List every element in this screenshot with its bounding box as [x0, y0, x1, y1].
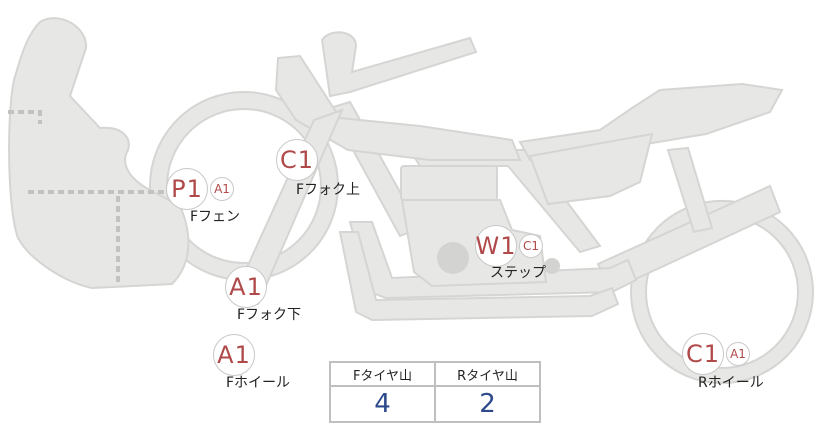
step-peg-shape	[544, 258, 560, 274]
fork-lower-grade-marker: A1	[225, 266, 267, 308]
step-label: ステップ	[490, 265, 546, 281]
fender-label: Fフェン	[190, 209, 241, 225]
rear-shock-shape	[666, 146, 714, 234]
engine-cover-shape	[437, 242, 469, 274]
front-wheel-shape	[148, 91, 340, 281]
front-wheel-grade-marker: A1	[213, 334, 255, 376]
rear-wheel-sub-grade: A1	[726, 342, 750, 366]
seat-cowl-shape	[528, 132, 654, 206]
engine-head-shape	[400, 165, 498, 201]
rear-wheel-label: Rホイール	[698, 375, 764, 391]
fairing-shape	[8, 17, 190, 290]
fork-upper-label: Fフォク上	[296, 182, 361, 198]
fork-upper-grade-marker: C1	[276, 139, 318, 181]
engine-shape	[400, 199, 548, 288]
exhaust-lower-shape	[338, 231, 620, 322]
rear-tread-value: 2	[434, 385, 541, 423]
front-tread-value: 4	[329, 385, 436, 423]
tread-value-row: 4 2	[329, 385, 541, 423]
fork-lower-label: Fフォク下	[237, 307, 302, 323]
fender-main-grade: P1	[166, 168, 208, 210]
rear-wheel-main-grade: C1	[682, 333, 724, 375]
seat-shape	[518, 82, 784, 161]
step-grade-marker: W1 C1	[475, 225, 543, 267]
front-wheel-main-grade: A1	[213, 334, 255, 376]
front-wheel-label: Fホイール	[226, 375, 291, 391]
rear-wheel-grade-marker: C1 A1	[682, 333, 750, 375]
tire-tread-table: Fタイヤ山 Rタイヤ山 4 2	[329, 361, 541, 423]
rear-tread-header: Rタイヤ山	[434, 361, 541, 387]
step-sub-grade: C1	[519, 234, 543, 258]
fork-lower-main-grade: A1	[225, 266, 267, 308]
panel-line-upper	[8, 110, 42, 124]
fender-sub-grade: A1	[210, 177, 234, 201]
tread-header-row: Fタイヤ山 Rタイヤ山	[329, 361, 541, 387]
fender-grade-marker: P1 A1	[166, 168, 234, 210]
step-main-grade: W1	[475, 225, 517, 267]
fork-upper-main-grade: C1	[276, 139, 318, 181]
front-tread-header: Fタイヤ山	[329, 361, 436, 387]
fuel-tank-shape	[274, 54, 522, 161]
handlebar-shape	[320, 31, 478, 98]
